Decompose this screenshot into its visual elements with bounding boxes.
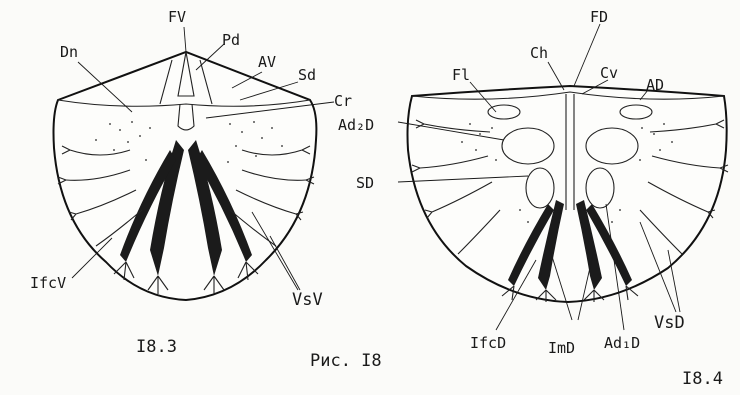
label-pd: Pd (222, 31, 240, 49)
label-av: AV (258, 53, 276, 71)
ventral-valve-outline (54, 52, 317, 300)
leader-vsv-2 (270, 236, 300, 290)
label-ch: Ch (530, 44, 548, 62)
label-vsv: VsV (292, 290, 323, 310)
label-vsd: VsD (654, 313, 685, 333)
figure-number-left: I8.3 (136, 337, 177, 357)
leader-fv (184, 27, 186, 52)
label-sd-left: Sd (298, 66, 316, 84)
label-dn: Dn (60, 43, 78, 61)
label-sd-right: SD (356, 174, 374, 192)
dorsal-valve-outline (408, 86, 727, 302)
figure-number-right: I8.4 (682, 369, 723, 389)
leader-fd (574, 24, 600, 86)
label-cv: Cv (600, 64, 618, 82)
label-fd: FD (590, 8, 608, 26)
label-ad2d: Ad₂D (338, 116, 374, 134)
label-imd: ImD (548, 339, 575, 357)
label-ad: AD (646, 76, 664, 94)
ventral-valve-drawing (54, 52, 317, 300)
dorsal-valve-drawing (408, 86, 729, 302)
label-fl: Fl (452, 66, 470, 84)
figure-caption: Рис. I8 (310, 351, 382, 371)
label-cr: Cr (334, 92, 352, 110)
label-fv: FV (168, 8, 186, 26)
label-ifcv: IfcV (30, 274, 66, 292)
label-ifcd: IfcD (470, 334, 506, 352)
label-ad1d: Ad₁D (604, 334, 640, 352)
